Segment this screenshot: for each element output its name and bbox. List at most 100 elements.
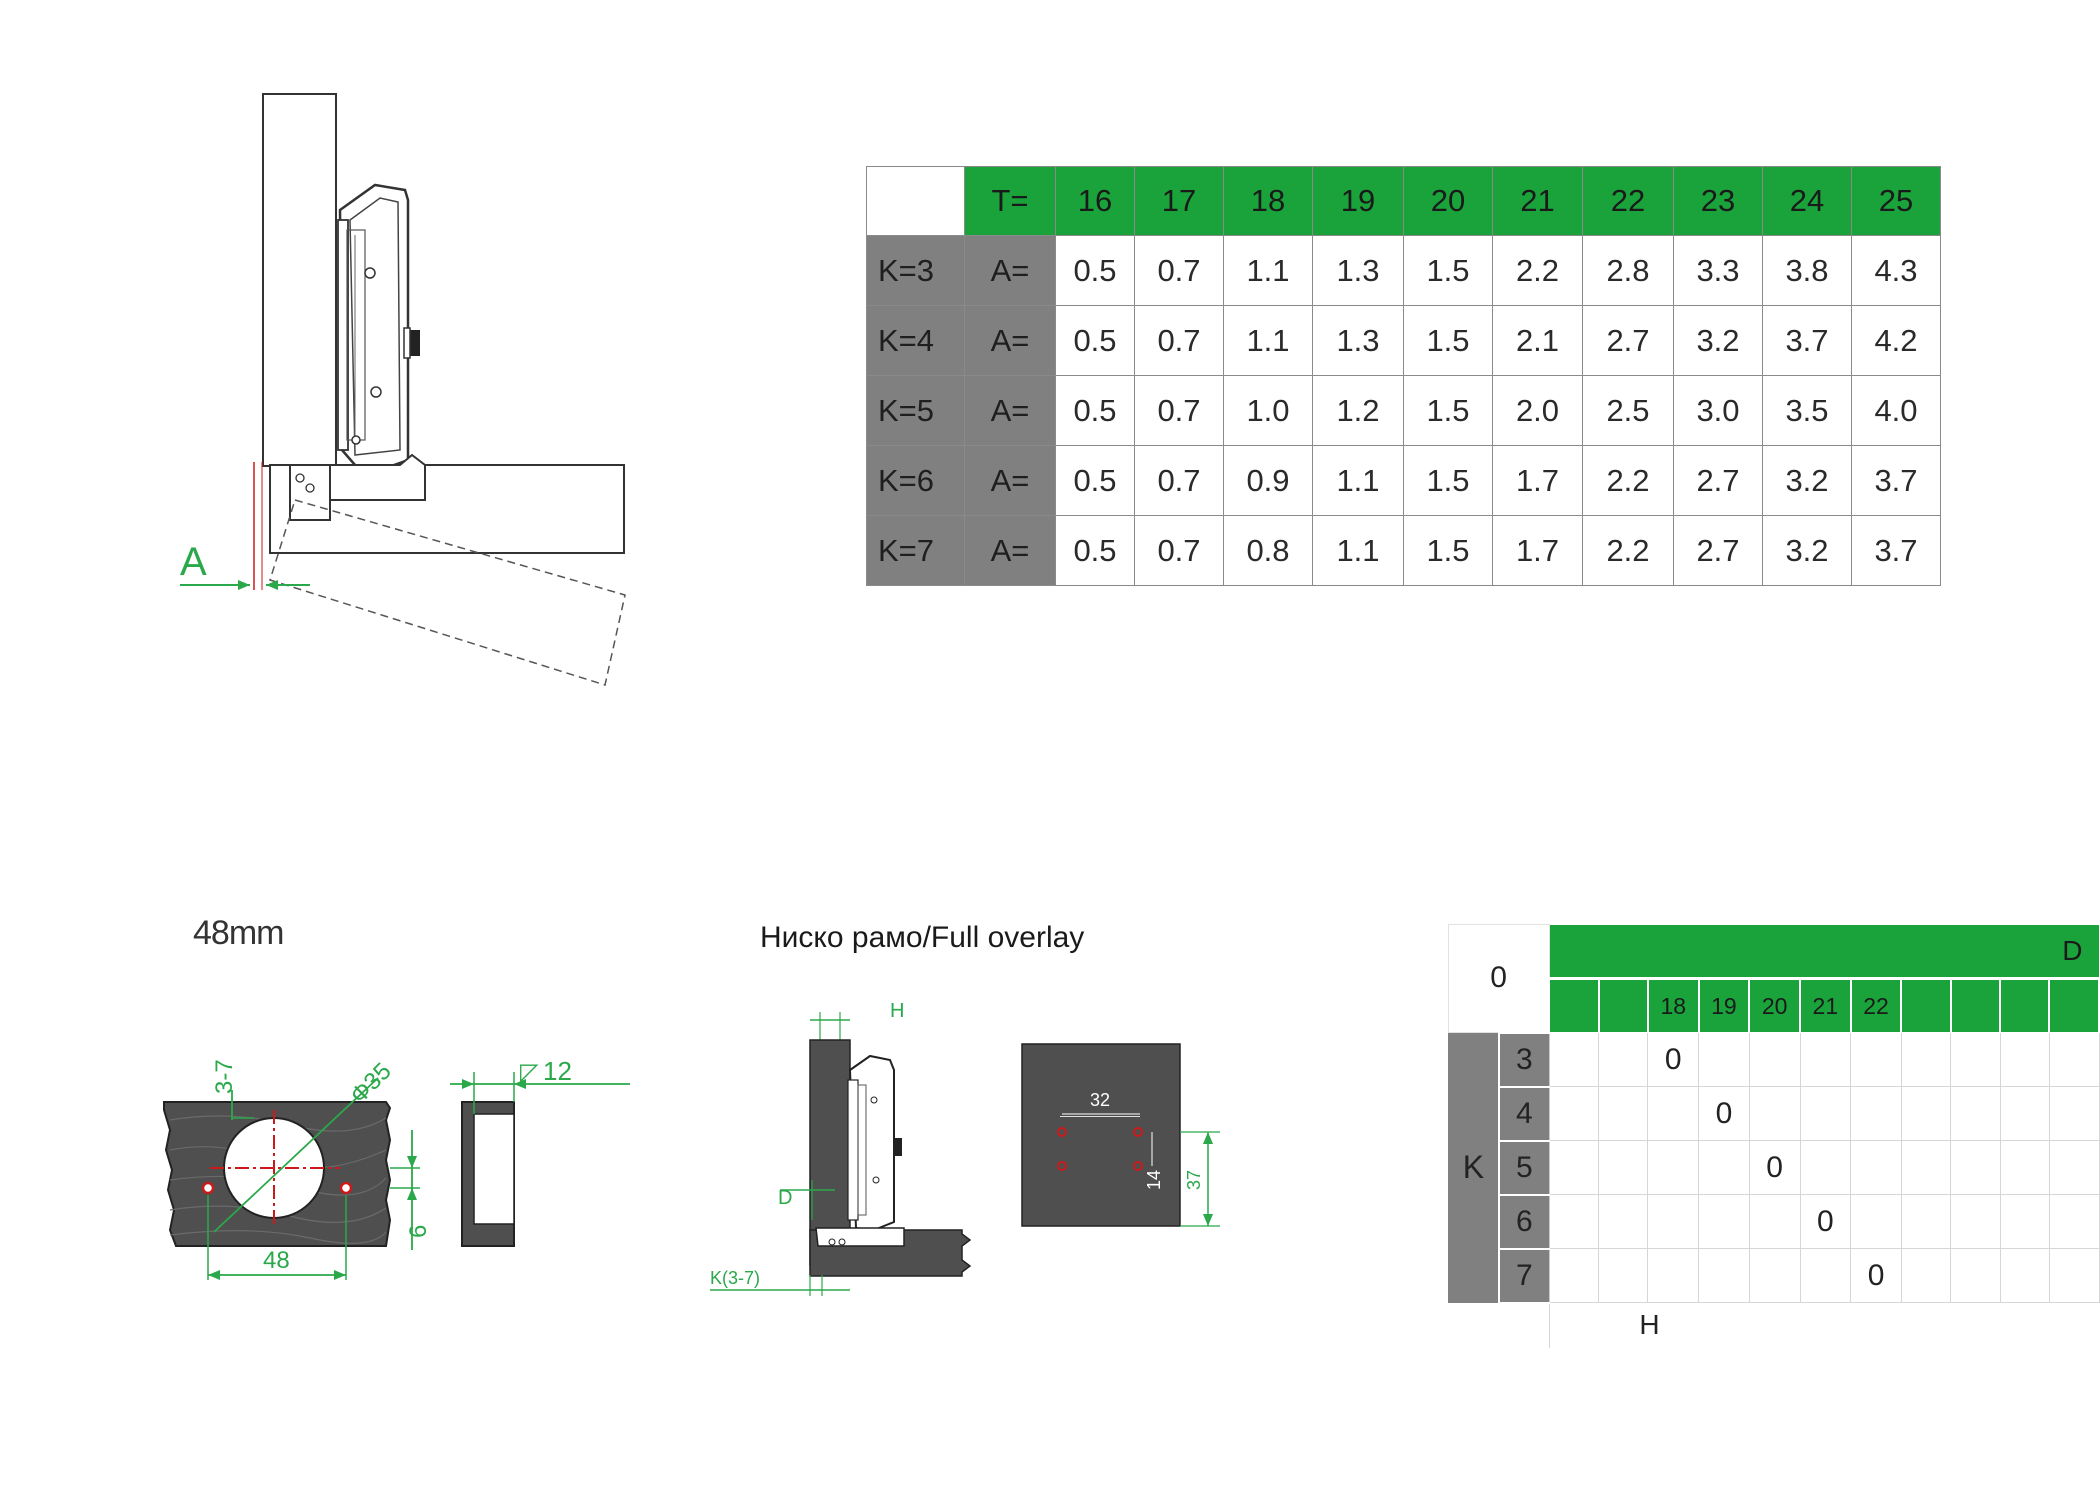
- position-cell: [1999, 1086, 2050, 1141]
- position-cell: [1850, 1032, 1902, 1087]
- header-t-value: 18: [1223, 166, 1313, 236]
- position-row: 7 0: [1449, 1247, 2100, 1304]
- row-k-label: K=6: [866, 445, 965, 516]
- table-cell: 1.2: [1312, 375, 1404, 446]
- position-corner: 0: [1448, 924, 1550, 1033]
- table-row: K=7 A= 0.5 0.7 0.8 1.1 1.5 1.7 2.2 2.7 3…: [866, 515, 1941, 586]
- table-cell: 2.7: [1673, 445, 1763, 516]
- position-h-value: 19: [1697, 978, 1751, 1033]
- position-cell: [1900, 1248, 1952, 1303]
- position-cell: [1748, 1248, 1801, 1303]
- position-cell: [1799, 1248, 1852, 1303]
- position-cell: [1548, 1086, 1600, 1141]
- table-cell: 1.3: [1312, 235, 1404, 306]
- full-overlay-hinge-drawing: H D K(3-7) 32 14 37: [710, 1000, 1220, 1296]
- dimension-3-7: 3-7: [211, 1059, 238, 1094]
- table-cell: 2.2: [1582, 445, 1674, 516]
- table-cell: 2.8: [1582, 235, 1674, 306]
- dimension-12-mark: ◸: [520, 1059, 539, 1086]
- position-h-value: 21: [1799, 978, 1852, 1033]
- position-cell: [1950, 1086, 2001, 1141]
- table-cell: 1.5: [1403, 515, 1493, 586]
- row-a-label: A=: [964, 305, 1056, 376]
- position-k-value: 4: [1497, 1085, 1550, 1142]
- table-row: K=6 A= 0.5 0.7 0.9 1.1 1.5 1.7 2.2 2.7 3…: [866, 445, 1941, 516]
- position-h-value: 18: [1646, 978, 1700, 1033]
- position-cell: [1799, 1140, 1852, 1195]
- cup-size-title: 48mm: [193, 914, 284, 952]
- header-t-value: 24: [1762, 166, 1852, 236]
- row-a-label: A=: [964, 375, 1056, 446]
- position-cell: [1748, 1086, 1801, 1141]
- position-cell: [1900, 1194, 1952, 1249]
- row-k-label: K=3: [866, 235, 965, 306]
- position-cell: [1548, 1194, 1600, 1249]
- table-cell: 3.2: [1762, 445, 1852, 516]
- position-cell: 0: [1698, 1086, 1750, 1141]
- table-cell: 3.2: [1673, 305, 1763, 376]
- position-row: 5 0: [1449, 1139, 2100, 1196]
- row-a-label: A=: [964, 445, 1056, 516]
- position-h-row: 18 19 20 21 22: [1449, 978, 2100, 1033]
- position-cell: [2048, 1032, 2100, 1087]
- row-a-label: A=: [964, 235, 1056, 306]
- position-cell: [1598, 1086, 1649, 1141]
- table-cell: 2.5: [1582, 375, 1674, 446]
- cup-drawing-render: Φ35 3-7 48 6 ◸ 12: [150, 1010, 650, 1310]
- position-cell: [1999, 1032, 2050, 1087]
- position-footer-blank: [1448, 1302, 1550, 1348]
- hinge-side-view-drawing: A: [180, 93, 626, 686]
- table-cell: 3.7: [1851, 515, 1941, 586]
- position-cell: [1900, 1086, 1952, 1141]
- table-cell: 0.7: [1134, 515, 1224, 586]
- overlay-distance-table: T= 16 17 18 19 20 21 22 23 24 25 K=3 A= …: [866, 166, 1941, 586]
- table-cell: 4.2: [1851, 305, 1941, 376]
- position-cell: [2048, 1086, 2100, 1141]
- position-h-empty: [1949, 978, 2002, 1033]
- table-cell: 1.0: [1223, 375, 1313, 446]
- table-header-row: T= 16 17 18 19 20 21 22 23 24 25: [866, 166, 1941, 236]
- position-cell: [1999, 1248, 2050, 1303]
- position-cell: [1799, 1032, 1852, 1087]
- position-cell: [1850, 1194, 1902, 1249]
- table-cell: 3.0: [1673, 375, 1763, 446]
- table-cell: 1.3: [1312, 305, 1404, 376]
- header-t-label: T=: [964, 166, 1056, 236]
- table-cell: 3.8: [1762, 235, 1852, 306]
- position-cell: 0: [1647, 1032, 1700, 1087]
- position-cell: [1999, 1194, 2050, 1249]
- row-k-label: K=7: [866, 515, 965, 586]
- position-cell: [1799, 1086, 1852, 1141]
- table-cell: 4.0: [1851, 375, 1941, 446]
- position-h-empty: [1999, 978, 2051, 1033]
- table-cell: 0.5: [1055, 375, 1135, 446]
- table-cell: 0.7: [1134, 445, 1224, 516]
- position-cell: [1900, 1140, 1952, 1195]
- header-t-value: 20: [1403, 166, 1493, 236]
- dimension-k-range: K(3-7): [710, 1268, 760, 1288]
- table-cell: 1.1: [1223, 235, 1313, 306]
- position-cell: [1698, 1194, 1750, 1249]
- header-t-value: 25: [1851, 166, 1941, 236]
- position-header-row: 0 D: [1448, 924, 2100, 1033]
- dimension-a-label: A: [180, 540, 207, 584]
- table-cell: 0.5: [1055, 445, 1135, 516]
- position-row: K 3 0: [1447, 1031, 2100, 1303]
- position-cell: [1748, 1032, 1801, 1087]
- table-cell: 2.2: [1582, 515, 1674, 586]
- dimension-6: 6: [405, 1225, 432, 1238]
- table-cell: 2.7: [1673, 515, 1763, 586]
- table-corner-cell: [866, 166, 965, 236]
- table-cell: 1.7: [1492, 515, 1583, 586]
- position-cell: [1850, 1086, 1902, 1141]
- table-cell: 1.1: [1312, 515, 1404, 586]
- row-k-label: K=5: [866, 375, 965, 446]
- position-cell: [2048, 1140, 2100, 1195]
- position-cell: [1850, 1140, 1902, 1195]
- table-cell: 0.8: [1223, 515, 1313, 586]
- table-cell: 0.5: [1055, 515, 1135, 586]
- position-cell: [1598, 1140, 1649, 1195]
- position-table: 0 D 18 19 20 21 22 K 3 0 4 0: [1447, 924, 2100, 1348]
- position-h-value: 20: [1748, 978, 1801, 1033]
- position-h-empty: [1548, 978, 1600, 1033]
